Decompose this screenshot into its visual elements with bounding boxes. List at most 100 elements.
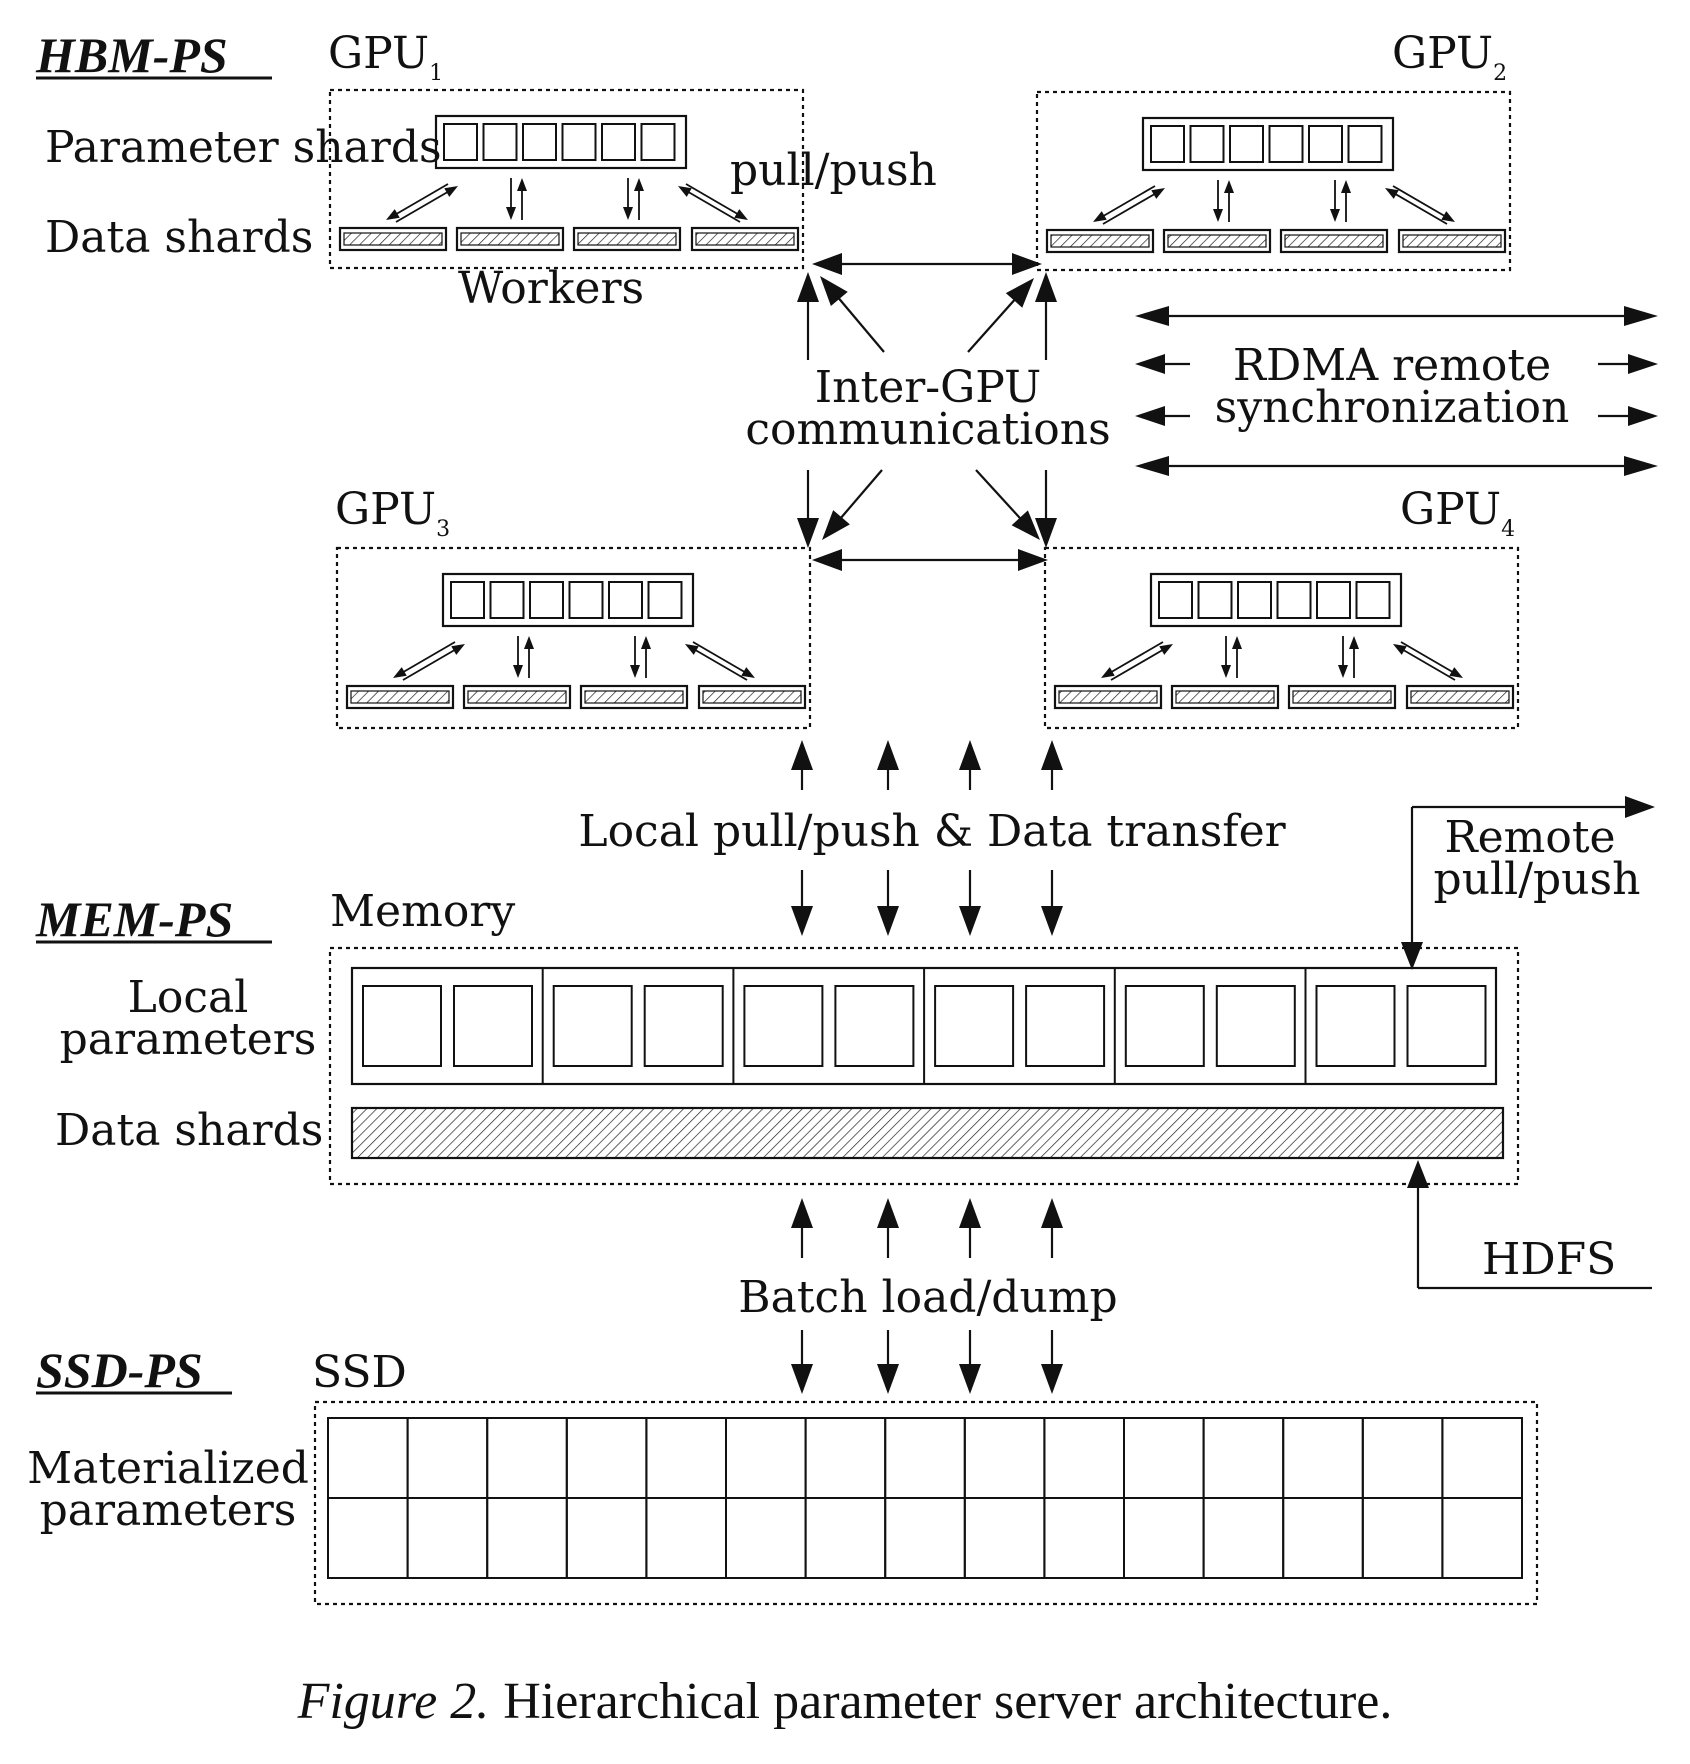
gpu-2-label: GPU2 [1392,28,1507,86]
figure-caption: Figure 2.Hierarchical parameter server a… [297,1673,1393,1730]
local-parameter-cells [362,968,1487,1084]
gpu-1-internals [338,114,800,252]
materialized-parameter-cell [327,1417,409,1499]
materialized-parameter-cell [804,1497,887,1579]
pull-arrow [1093,185,1156,222]
rdma-arrow-1 [1135,306,1658,326]
pull-arrow [386,183,449,220]
worker-data-shard [1292,690,1392,704]
materialized-parameter-cell [406,1497,489,1579]
materialized-parameter-cell [725,1497,807,1579]
gpu-internals [338,114,1515,710]
local-up-arrow-4 [1041,740,1063,790]
parameter-shard-cell [1189,125,1225,163]
parameter-shard-cell [1150,125,1185,163]
worker-data-shard [1167,234,1267,248]
push-arrow [1102,188,1165,225]
push-arrow [641,636,651,678]
push-arrow [402,644,465,681]
ssd-ps-title: SSD-PS [36,1342,232,1398]
memory-parameter-cell [934,985,1015,1067]
pull-arrow [1101,641,1164,678]
worker-data-shard [577,232,677,246]
mem-data-shards-label: Data shards [55,1105,323,1156]
parameter-shard-cell [489,581,525,619]
to-gpu3-diag-arrow [822,469,883,540]
materialized-parameter-cell [645,1417,728,1499]
pull-arrow [623,178,633,220]
materialized-parameter-cell [1202,1497,1285,1579]
memory-parameter-cell [643,985,724,1067]
local-up-arrow-1 [791,740,813,790]
rdma-right-arrow-3 [1598,406,1658,426]
gpu-2-box [1035,90,1512,272]
pull-arrow [513,636,523,678]
parameter-shard-cell [1308,125,1343,163]
memory-parameter-cell [834,985,915,1067]
ssd-box [313,1400,1539,1606]
push-arrow [1232,636,1242,678]
materialized-parameter-cell [884,1497,966,1579]
materialized-parameter-cell [1282,1417,1364,1499]
rdma-right-arrow-2 [1598,354,1658,374]
worker-data-shard [1284,234,1384,248]
parameter-shard-cell [529,581,564,619]
local-transfer-label: Local pull/push & Data transfer [578,806,1286,857]
inter-gpu-label-1: Inter-GPU [815,362,1041,413]
worker-data-shard [695,232,795,246]
materialized-parameter-cell [963,1417,1046,1499]
to-gpu1-diag-arrow [820,276,885,353]
materialized-parameter-cell [327,1497,409,1579]
materialized-parameters-grid [327,1417,1524,1579]
push-arrow [1349,636,1359,678]
parameter-shard-cell [608,581,643,619]
gpu-3-internals [345,572,807,710]
parameter-shard-cell [1197,581,1233,619]
batch-label: Batch load/dump [738,1272,1117,1323]
push-arrow [524,636,534,678]
materialized-parameter-cell [1441,1417,1524,1499]
materialized-parameter-cell [1043,1497,1126,1579]
batch-arrows [791,1198,1063,1394]
memory-parameter-cell [1406,985,1487,1067]
materialized-parameter-cell [1202,1417,1285,1499]
materialized-parameter-cell [963,1497,1046,1579]
parameter-shard-cell [647,581,683,619]
materialized-parameter-cell [645,1497,728,1579]
to-gpu2-arrow [1035,272,1057,360]
memory-label: Memory [330,886,515,937]
parameter-shard-cell [482,123,518,161]
parameter-shard-cell [561,123,597,161]
pull-arrow [393,641,456,678]
memory-data-shards-bar [350,1106,1505,1160]
worker-data-shard [1050,234,1150,248]
local-down-arrow-1 [791,870,813,936]
push-arrow [395,186,458,223]
materialized-parameter-cell [725,1417,807,1499]
parameter-shard-cell [1316,581,1351,619]
worker-data-shard [1402,234,1502,248]
parameter-shard-cell [1268,125,1304,163]
gpu-4-label: GPU4 [1400,484,1515,542]
parameter-shard-cell [601,123,636,161]
parameter-shard-cell [1347,125,1383,163]
worker-data-shard [584,690,684,704]
materialized-label-1: Materialized [27,1443,309,1494]
materialized-parameter-cell [1361,1417,1444,1499]
svg-text:MEM-PS: MEM-PS [35,891,233,947]
rdma-label-1: RDMA remote [1233,340,1551,391]
parameter-shard-cell [1355,581,1391,619]
gpu-data-shards-label: Data shards [45,212,313,263]
push-arrow [517,178,527,220]
local-down-arrow-3 [959,870,981,936]
ssd-label: SSD [312,1347,407,1398]
gpu-3-label: GPU3 [335,484,450,542]
batch-up-arrow-4 [1041,1198,1063,1258]
materialized-parameter-cell [565,1497,648,1579]
parameter-shard-cell [1276,581,1312,619]
parameter-shards-label: Parameter shards [45,122,442,173]
memory-parameter-cell [1025,985,1106,1067]
rdma-label-2: synchronization [1215,382,1570,433]
memory-parameter-cell [1315,985,1396,1067]
